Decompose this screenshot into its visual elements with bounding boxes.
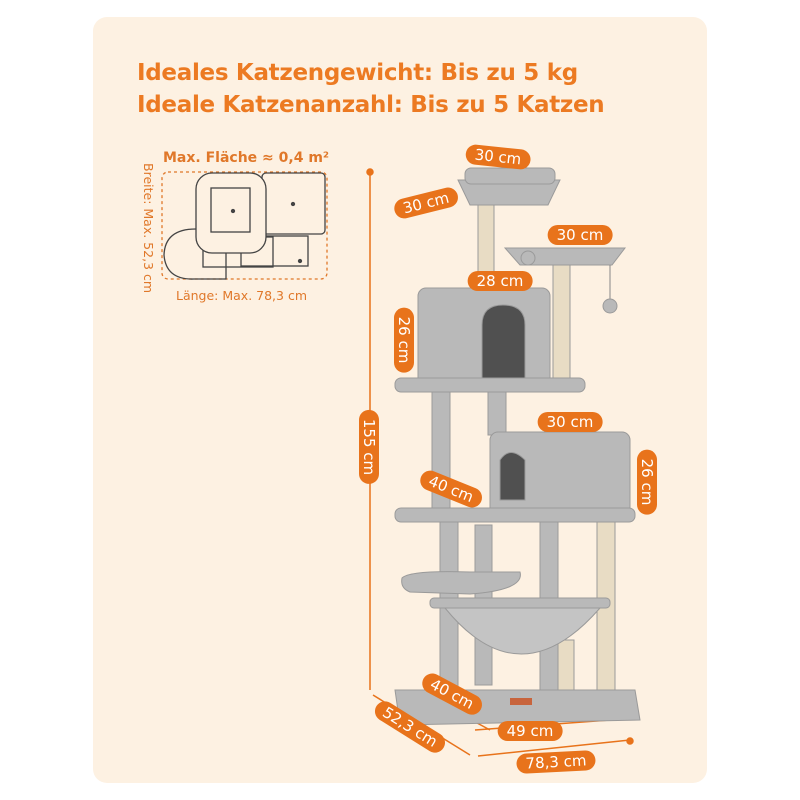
headline-cat-count: Ideale Katzenanzahl: Bis zu 5 Katzen [137, 92, 605, 118]
dim-lower-condo-width: 30 cm [537, 412, 603, 432]
dim-total-length: 78,3 cm [516, 749, 596, 775]
cat-tree [394, 167, 641, 726]
dim-lower-condo-height: 26 cm [637, 449, 657, 515]
dim-side-platform: 30 cm [547, 225, 613, 245]
footprint-diagram [161, 171, 328, 280]
footprint-length-label: Länge: Max. 78,3 cm [176, 288, 307, 303]
dim-upper-condo-width: 28 cm [467, 271, 533, 291]
dim-total-height: 155 cm [359, 409, 379, 485]
headline-weight: Ideales Katzengewicht: Bis zu 5 kg [137, 60, 578, 86]
footprint-area-label: Max. Fläche ≈ 0,4 m² [163, 150, 330, 166]
dim-base-width: 49 cm [497, 721, 563, 741]
dim-upper-condo-height: 26 cm [394, 307, 414, 373]
